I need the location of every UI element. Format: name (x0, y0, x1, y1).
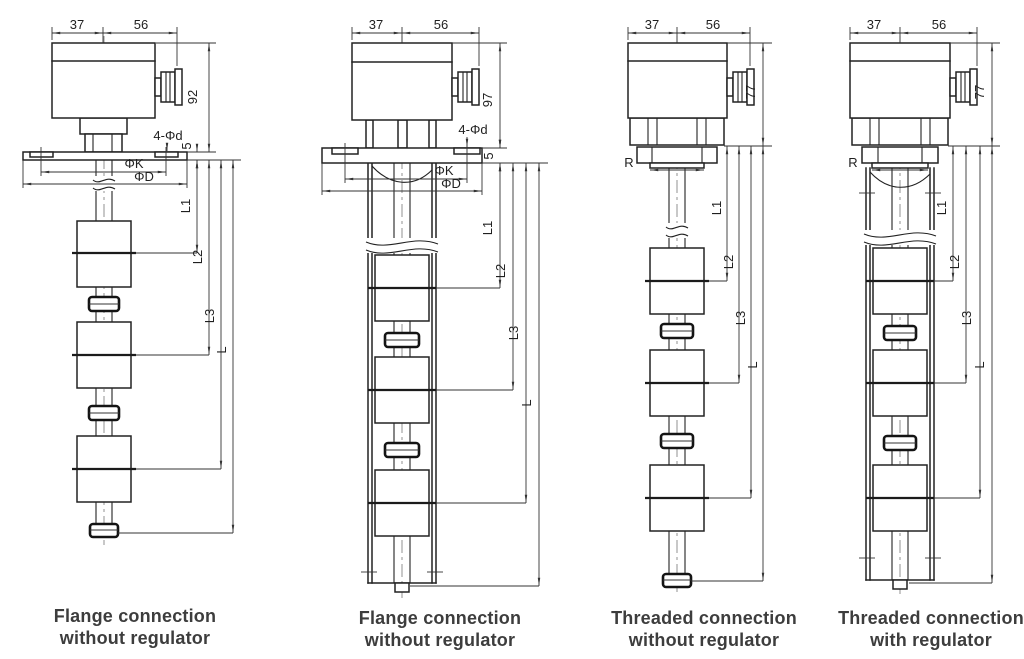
caption-1-line1: Flange connection (54, 606, 216, 626)
cable-gland (451, 68, 480, 106)
break-line (665, 233, 689, 238)
drawing-threaded-with-regulator: R 37 56 77 L1 L2 L3 L (848, 17, 1000, 594)
neck-post (428, 119, 437, 149)
dim-37: 37 (369, 17, 383, 32)
dim-37: 37 (645, 17, 659, 32)
dim-l: L (972, 361, 987, 368)
drawing-threaded-without-regulator: R 37 56 77 L1 L2 L3 L (624, 17, 772, 592)
dim-37: 37 (867, 17, 881, 32)
dim-l1: L1 (709, 201, 724, 215)
adapter-body (629, 117, 725, 146)
dim-l1: L1 (934, 201, 949, 215)
hex-nut (861, 146, 939, 164)
rod-tip (892, 579, 908, 590)
break-line (665, 225, 689, 230)
dim-37: 37 (70, 17, 84, 32)
dim-l3: L3 (733, 311, 748, 325)
dim-l1: L1 (178, 199, 193, 213)
stop-collar (659, 322, 695, 450)
housing (351, 42, 453, 121)
tube-section-curve (371, 165, 433, 183)
dim-l2: L2 (721, 255, 736, 269)
dim-l1: L1 (480, 221, 495, 235)
caption-2-line1: Flange connection (359, 608, 521, 628)
dim-77: 77 (743, 85, 758, 99)
dim-56: 56 (434, 17, 448, 32)
caption-1-line2: without regulator (59, 628, 210, 648)
captions: Flange connection without regulator Flan… (54, 606, 1024, 650)
neck-lower (84, 133, 123, 153)
caption-3-line1: Threaded connection (611, 608, 797, 628)
break-line (863, 240, 937, 246)
stop-collar (87, 295, 121, 422)
dim-l: L (745, 361, 760, 368)
caption-3-line2: without regulator (628, 630, 779, 650)
end-stop (661, 572, 693, 589)
cable-gland (154, 68, 183, 106)
dim-97: 97 (480, 93, 495, 107)
hex-nut (636, 146, 718, 164)
dim-56: 56 (706, 17, 720, 32)
dim-phi-k: ΦK (124, 156, 143, 171)
caption-4-line1: Threaded connection (838, 608, 1024, 628)
adapter-body (851, 117, 949, 146)
dim-l: L (214, 346, 229, 353)
flange (22, 151, 188, 161)
dim-phi-k: ΦK (434, 163, 453, 178)
dim-l3: L3 (506, 326, 521, 340)
dim-77: 77 (972, 85, 987, 99)
dim-56: 56 (134, 17, 148, 32)
neck-upper (79, 117, 128, 135)
end-stop (88, 522, 120, 539)
flange (321, 147, 483, 164)
dim-bolt-holes: 4-Φd (458, 122, 487, 137)
dim-92: 92 (185, 90, 200, 104)
neck-post (365, 119, 374, 149)
rod-tip (394, 582, 410, 593)
dim-phi-d: ΦD (134, 169, 154, 184)
dim-5: 5 (481, 152, 496, 159)
break-line (863, 232, 937, 238)
housing (627, 42, 728, 119)
dim-phi-d: ΦD (441, 176, 461, 191)
tube-section-curve (869, 171, 931, 188)
break-line (365, 240, 439, 246)
stop-collar (882, 324, 918, 452)
break-line (92, 178, 116, 183)
caption-4-line2: with regulator (869, 630, 992, 650)
stilling-tube (367, 162, 437, 584)
bolt-slot-right (154, 151, 179, 158)
dim-l2: L2 (947, 255, 962, 269)
cable-gland (726, 68, 755, 106)
dim-thread-r: R (624, 155, 633, 170)
dim-thread-r: R (848, 155, 857, 170)
break-line (92, 186, 116, 191)
dim-l2: L2 (190, 250, 205, 264)
dim-56: 56 (932, 17, 946, 32)
housing (849, 42, 951, 119)
thread-step (649, 162, 705, 169)
housing (51, 42, 156, 119)
drawing-flange-without-regulator-1: 37 56 92 5 L1 L2 L3 L ΦK ΦD 4-Φd (22, 17, 241, 545)
neck-post (397, 119, 408, 149)
drawing-flange-without-regulator-2: 37 56 97 5 L1 L2 L3 L ΦK ΦD 4-Φd (321, 17, 548, 598)
dim-l: L (519, 399, 534, 406)
break-line (365, 248, 439, 254)
dim-5: 5 (179, 142, 194, 149)
thread-step (871, 162, 929, 169)
caption-2-line2: without regulator (364, 630, 515, 650)
dim-bolt-holes: 4-Φd (153, 128, 182, 143)
dim-l2: L2 (493, 264, 508, 278)
dim-l3: L3 (959, 311, 974, 325)
bolt-slot-left (29, 151, 54, 158)
cable-gland (949, 68, 978, 106)
dim-l3: L3 (202, 309, 217, 323)
stop-collar (383, 331, 421, 459)
